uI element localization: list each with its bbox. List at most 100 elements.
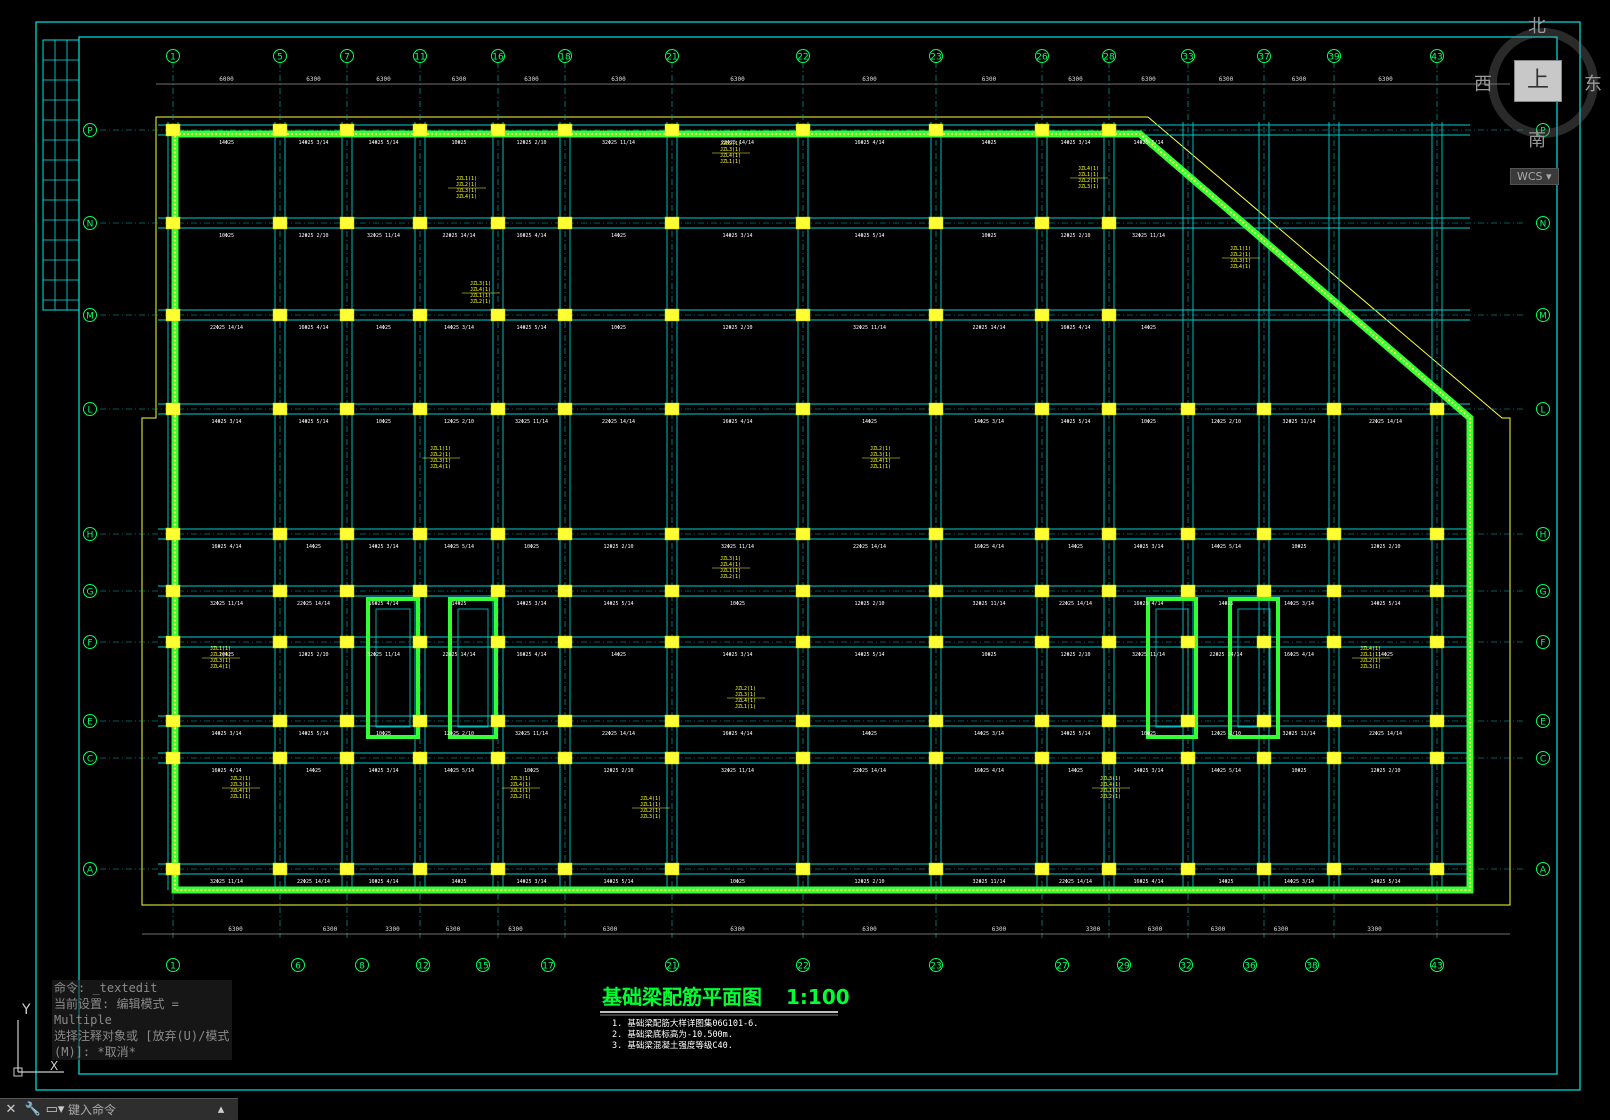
top-dimension-text: 6300 xyxy=(524,76,539,83)
axis-bubble xyxy=(1536,402,1550,416)
column xyxy=(795,216,811,230)
column xyxy=(490,308,506,322)
beam-annotation-line: JZL4(1) xyxy=(1100,782,1121,788)
beam-annotation-line: JZL4(1) xyxy=(1360,646,1381,652)
command-input[interactable] xyxy=(66,1101,210,1118)
compass-north-label[interactable]: 北 xyxy=(1528,16,1546,37)
column xyxy=(664,584,680,598)
beam-label: 14Φ25 3/14 xyxy=(444,325,474,331)
top-dimension-text: 6300 xyxy=(1141,76,1156,83)
column xyxy=(1034,123,1050,137)
column xyxy=(1256,527,1272,541)
top-dimension-text: 6300 xyxy=(306,76,321,83)
column xyxy=(1256,635,1272,649)
beam-annotation-line: JZL2(1) xyxy=(735,686,756,692)
column xyxy=(928,402,944,416)
beam-label: 14Φ25 5/14 xyxy=(1133,140,1163,146)
close-command-line-icon[interactable]: ✕ xyxy=(5,1102,17,1117)
column xyxy=(664,862,680,876)
perimeter-beam-highlight xyxy=(171,130,1474,894)
beam-label: 10Φ25 xyxy=(1291,768,1306,774)
wcs-menu[interactable]: WCS ▾ xyxy=(1510,168,1559,185)
axis-bubble xyxy=(541,958,555,972)
beam-label: 14Φ25 5/14 xyxy=(298,419,328,425)
beam-label: 22Φ25 14/14 xyxy=(210,325,243,331)
beam-label: 12Φ25 2/10 xyxy=(1211,731,1241,737)
axis-bubble-label: 11 xyxy=(414,53,425,63)
bottom-dimension-text: 3300 xyxy=(385,926,400,933)
beam-annotation-line: JZL3(1) xyxy=(430,458,451,464)
columns xyxy=(165,123,1445,876)
column xyxy=(339,527,355,541)
axis-bubble-label: 28 xyxy=(1103,53,1115,63)
axis-bubble-label: G xyxy=(87,588,94,598)
beam-annotation-line: JZL1(1) xyxy=(735,704,756,710)
column xyxy=(1101,527,1117,541)
outer-frame xyxy=(35,21,1581,1091)
beam-label: 14Φ25 3/14 xyxy=(1284,601,1314,607)
axis-bubble xyxy=(83,216,97,230)
compass-west-label[interactable]: 西 xyxy=(1474,74,1492,95)
top-dimension-text: 6300 xyxy=(1219,76,1234,83)
command-line-scroll-up-icon[interactable]: ▴ xyxy=(217,1102,225,1117)
compass-east-label[interactable]: 东 xyxy=(1584,74,1602,95)
ucs-icon: Y X xyxy=(13,1002,64,1077)
beam-label: 14Φ25 xyxy=(1141,325,1156,331)
column xyxy=(1429,584,1445,598)
column xyxy=(1101,123,1117,137)
beam-label: 32Φ25 11/14 xyxy=(721,544,754,550)
axis-bubble xyxy=(1305,958,1319,972)
title-strip-rows xyxy=(43,40,79,310)
column xyxy=(1180,751,1196,765)
recent-commands-icon[interactable]: ▭▾ xyxy=(45,1102,65,1117)
axis-bubble-label: 27 xyxy=(1056,962,1067,972)
column xyxy=(490,123,506,137)
axis-bubble xyxy=(1430,958,1444,972)
beam-label: 16Φ25 4/14 xyxy=(516,652,546,658)
customize-wrench-icon[interactable]: 🔧 xyxy=(24,1102,42,1117)
beam-annotation-line: JZL4(1) xyxy=(720,153,741,159)
column xyxy=(272,584,288,598)
column xyxy=(339,584,355,598)
beam-label: 32Φ25 11/14 xyxy=(367,233,400,239)
beam-annotation-line: JZL1(1) xyxy=(456,176,477,182)
column xyxy=(1256,751,1272,765)
axis-grid-lines xyxy=(100,62,1524,938)
column xyxy=(795,862,811,876)
beam-label: 12Φ25 2/10 xyxy=(444,731,474,737)
beam-label: 10Φ25 xyxy=(981,233,996,239)
beam-annotation-line: JZL2(1) xyxy=(1100,794,1121,800)
axis-bubble-label: 22 xyxy=(797,962,808,972)
axis-bubble-label: 29 xyxy=(1118,962,1130,972)
view-cube[interactable]: 北 南 东 西 上 WCS ▾ xyxy=(1474,12,1606,185)
axis-bubble-label: 33 xyxy=(1182,53,1193,63)
beam-label: 32Φ25 11/14 xyxy=(1132,652,1165,658)
axis-bubble-label: 16 xyxy=(492,53,504,63)
view-cube-compass-ring[interactable] xyxy=(1488,28,1598,138)
column xyxy=(339,308,355,322)
column xyxy=(1180,862,1196,876)
axis-bubble-label: F xyxy=(1540,639,1545,649)
column xyxy=(928,714,944,728)
column xyxy=(557,751,573,765)
column xyxy=(928,635,944,649)
beam-annotation-line: JZL4(1) xyxy=(1078,166,1099,172)
beam-label: 14Φ25 3/14 xyxy=(1060,140,1090,146)
view-cube-top-face[interactable]: 上 xyxy=(1514,60,1562,102)
bottom-dimension-text: 3300 xyxy=(1086,926,1101,933)
column xyxy=(339,751,355,765)
column xyxy=(165,714,181,728)
beam-label: 14Φ25 xyxy=(611,652,626,658)
beam-label: 22Φ25 14/14 xyxy=(297,879,330,885)
command-history-line: 选择注释对象或 [放弃(U)/模式(M)]: *取消* xyxy=(52,1028,232,1060)
axis-bubble-label: 43 xyxy=(1431,962,1442,972)
beam-label: 22Φ25 14/14 xyxy=(1209,652,1242,658)
column xyxy=(165,862,181,876)
axis-bubble-label: C xyxy=(1540,755,1546,765)
compass-south-label[interactable]: 南 xyxy=(1528,130,1546,151)
beam-label: 14Φ25 5/14 xyxy=(1211,768,1241,774)
column xyxy=(664,714,680,728)
axis-bubble-label: 21 xyxy=(666,53,677,63)
beam-annotation-line: JZL1(1) xyxy=(720,159,741,165)
